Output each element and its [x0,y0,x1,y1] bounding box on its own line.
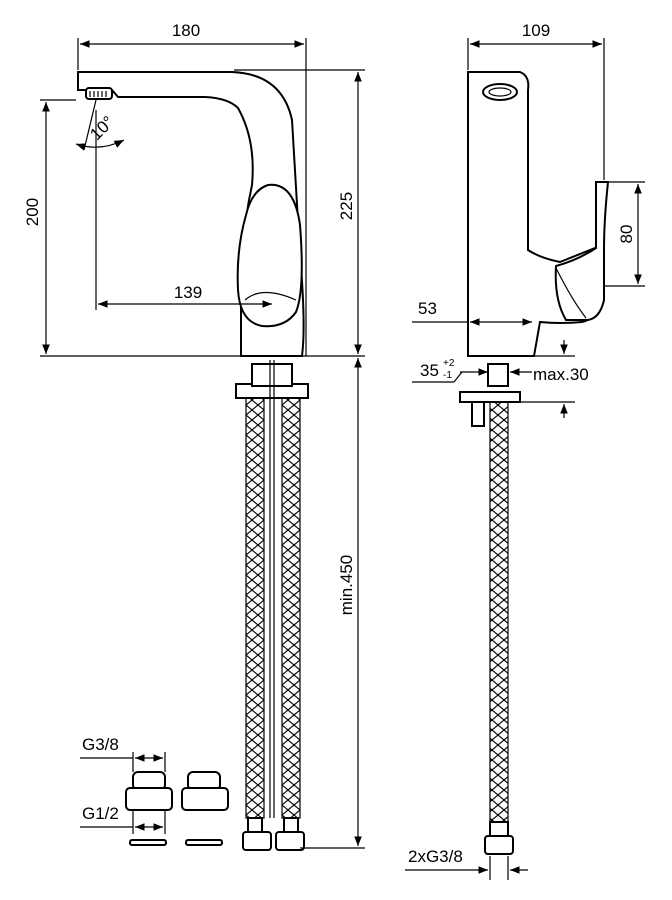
dim-depth-109: 109 [522,21,550,40]
lever-handle-front [236,183,303,328]
dim-reach-139: 139 [174,283,202,302]
dim-height-225: 225 [337,192,356,220]
dim-hose-min-450: min.450 [337,555,356,615]
dim-hole-tol-minus: -1 [443,370,452,381]
lever-handle-side [554,181,610,321]
dim-angle-10: 10° [86,112,118,144]
dim-hole-35: 35 [420,361,439,380]
dim-deck-max-30: max.30 [533,365,589,384]
adapter-right-body [181,787,229,811]
dim-hole-tol-plus: +2 [443,358,455,369]
side-view: 109 80 53 35 +2 -1 max.30 2xG3/8 [405,21,645,880]
dim-base-53: 53 [418,299,437,318]
hose-left [245,397,265,819]
dim-width-180: 180 [172,21,200,40]
front-view: 180 225 min.450 200 139 10° [23,21,365,851]
dim-thread-g12: G1/2 [82,804,119,823]
dim-connection-2xg38: 2xG3/8 [408,847,463,866]
base-flange-side [459,391,521,403]
adapter-left-body [125,787,173,811]
hose-nut-right [275,831,305,851]
dim-thread-g38: G3/8 [82,735,119,754]
hose-side [489,401,509,823]
dim-spout-height-200: 200 [23,198,42,226]
thread-adapters: G3/8 G1/2 [80,735,229,846]
hose-nut-left [242,831,272,851]
hose-side-nut [484,835,514,855]
dim-handle-80: 80 [617,225,636,244]
hose-right [281,397,301,819]
